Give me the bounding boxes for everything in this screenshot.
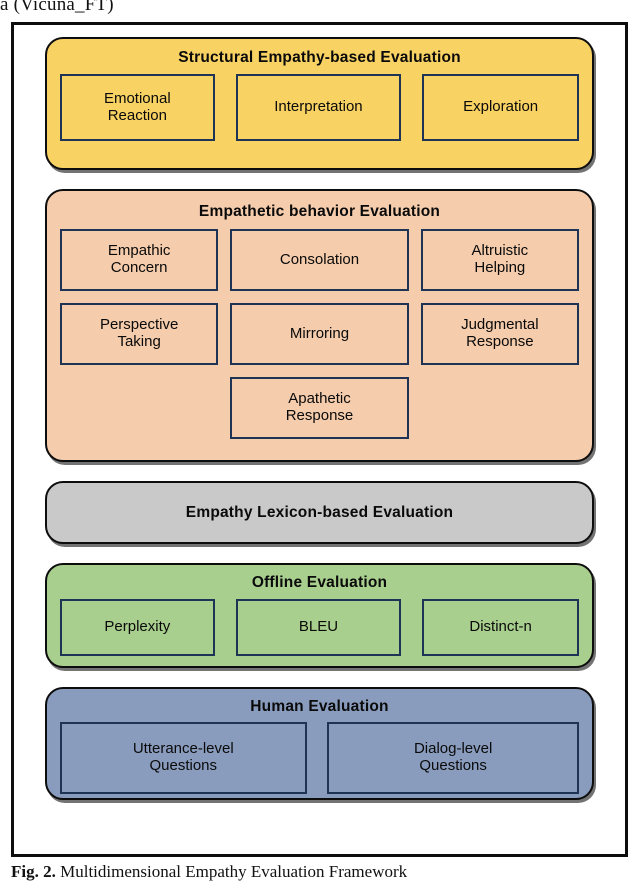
item-empathic-concern-line2: Concern bbox=[110, 259, 168, 277]
item-altruistic-helping[interactable]: Altruistic Helping bbox=[420, 229, 579, 292]
item-judgmental-response[interactable]: Judgmental Response bbox=[420, 303, 579, 366]
spacer bbox=[406, 74, 417, 141]
item-dialog-level-questions-line2: Questions bbox=[419, 757, 487, 775]
item-perspective-taking[interactable]: Perspective Taking bbox=[60, 303, 219, 366]
figure-caption: Fig. 2. Multidimensional Empathy Evaluat… bbox=[11, 862, 631, 882]
item-perplexity[interactable]: Perplexity bbox=[60, 599, 215, 657]
item-altruistic-helping-line1: Altruistic bbox=[471, 242, 529, 260]
group-title-structural: Structural Empathy-based Evaluation bbox=[178, 49, 461, 66]
behavior-items-row-3: Apathetic Response bbox=[60, 377, 579, 440]
figure-frame: Structural Empathy-based Evaluation Emot… bbox=[11, 22, 628, 857]
structural-items-row: Emotional Reaction Interpretation Explor… bbox=[60, 74, 579, 142]
cropped-header-text: a (Vicuna_FT) bbox=[0, 0, 114, 15]
offline-items-row: Perplexity BLEU Distinct-n bbox=[60, 599, 579, 657]
human-items-row: Utterance-level Questions Dialog-level Q… bbox=[60, 722, 579, 795]
group-empathy-lexicon-evaluation: Empathy Lexicon-based Evaluation bbox=[45, 481, 594, 544]
item-perspective-taking-line1: Perspective bbox=[99, 316, 179, 334]
item-apathetic-response-line2: Response bbox=[285, 407, 354, 425]
item-mirroring[interactable]: Mirroring bbox=[229, 303, 410, 366]
item-utterance-level-questions-line2: Questions bbox=[149, 757, 218, 775]
behavior-items-row-2: Perspective Taking Mirroring Judgmental … bbox=[60, 303, 579, 366]
item-utterance-level-questions[interactable]: Utterance-level Questions bbox=[60, 722, 307, 795]
item-emotional-reaction-line1: Emotional bbox=[103, 89, 171, 107]
item-consolation[interactable]: Consolation bbox=[229, 229, 410, 292]
item-emotional-reaction-line2: Reaction bbox=[107, 106, 167, 124]
item-emotional-reaction[interactable]: Emotional Reaction bbox=[60, 74, 215, 142]
behavior-items-row-1: Empathic Concern Consolation Altruistic … bbox=[60, 229, 579, 292]
figure-content: Structural Empathy-based Evaluation Emot… bbox=[14, 25, 625, 854]
spacer bbox=[220, 74, 231, 141]
item-dialog-level-questions-line1: Dialog-level bbox=[413, 740, 493, 758]
item-utterance-level-questions-line1: Utterance-level bbox=[132, 740, 234, 758]
item-dialog-level-questions[interactable]: Dialog-level Questions bbox=[327, 722, 579, 795]
item-judgmental-response-line2: Response bbox=[466, 333, 534, 351]
group-empathetic-behavior-evaluation: Empathetic behavior Evaluation Empathic … bbox=[45, 189, 594, 462]
group-title-lexicon: Empathy Lexicon-based Evaluation bbox=[185, 503, 454, 521]
item-apathetic-response-line1: Apathetic bbox=[288, 390, 351, 408]
figure-caption-text: Multidimensional Empathy Evaluation Fram… bbox=[55, 862, 408, 881]
group-title-human: Human Evaluation bbox=[250, 698, 389, 715]
item-bleu[interactable]: BLEU bbox=[235, 599, 401, 657]
item-interpretation[interactable]: Interpretation bbox=[235, 74, 401, 142]
item-apathetic-response[interactable]: Apathetic Response bbox=[229, 377, 410, 440]
item-empathic-concern[interactable]: Empathic Concern bbox=[60, 229, 219, 292]
group-human-evaluation: Human Evaluation Utterance-level Questio… bbox=[45, 687, 594, 800]
group-structural-empathy-evaluation: Structural Empathy-based Evaluation Emot… bbox=[45, 37, 594, 170]
figure-caption-label: Fig. 2. bbox=[11, 862, 56, 881]
item-judgmental-response-line1: Judgmental bbox=[461, 316, 539, 334]
item-perspective-taking-line2: Taking bbox=[117, 333, 161, 351]
group-title-offline: Offline Evaluation bbox=[251, 574, 388, 591]
item-altruistic-helping-line2: Helping bbox=[474, 259, 526, 277]
group-title-behavior: Empathetic behavior Evaluation bbox=[198, 203, 441, 220]
group-offline-evaluation: Offline Evaluation Perplexity BLEU Disti… bbox=[45, 563, 594, 668]
item-exploration[interactable]: Exploration bbox=[422, 74, 579, 142]
item-distinct-n[interactable]: Distinct-n bbox=[422, 599, 579, 657]
item-empathic-concern-line1: Empathic bbox=[107, 242, 171, 260]
